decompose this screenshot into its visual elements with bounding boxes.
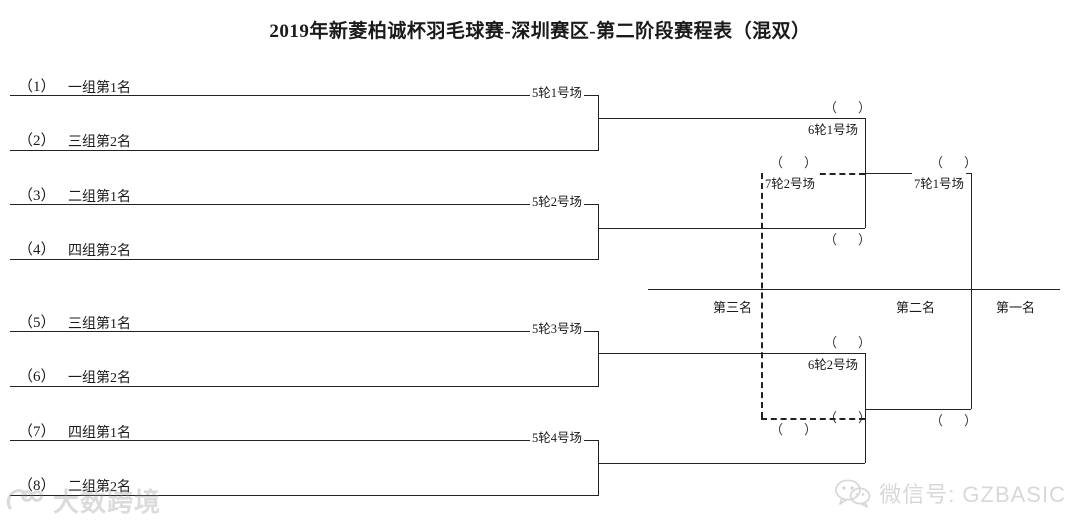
round5-winner-arm-1: [598, 118, 865, 119]
rank-label-second: 第二名: [893, 297, 939, 316]
rank-label-first: 第一名: [993, 297, 1039, 316]
slot-third-top: （ ）: [770, 155, 822, 170]
round5-connector-2: [598, 204, 599, 260]
court-label-r5-m2: 5轮2号场: [530, 191, 585, 210]
seed-name-7: 四组第1名: [68, 426, 131, 441]
seed-number-6: （6）: [18, 369, 56, 385]
seed-name-1: 一组第1名: [68, 81, 131, 96]
slot-r6-m1-top: （ ）: [824, 100, 876, 115]
slot-r6-m1-bottom: （ ）: [824, 232, 876, 247]
seed-line-4: [10, 259, 598, 260]
seed-line-7: [10, 440, 598, 441]
court-label-third: 7轮2号场: [763, 173, 818, 192]
seed-line-3: [10, 204, 598, 205]
seed-line-8: [10, 495, 598, 496]
page-title: 2019年新菱柏诚杯羽毛球赛-深圳赛区-第二阶段赛程表（混双）: [269, 21, 811, 42]
slot-r6-m2-top: （ ）: [824, 335, 876, 350]
wechat-icon: [835, 479, 871, 508]
court-label-r5-m3: 5轮3号场: [530, 318, 585, 337]
watermark-right: 微信号: GZBASIC: [834, 477, 1066, 509]
court-label-r6-m2: 6轮2号场: [806, 354, 861, 373]
round5-winner-arm-2: [598, 228, 865, 229]
seed-name-5: 三组第1名: [68, 317, 131, 332]
slot-final-bottom: （ ）: [930, 413, 982, 428]
round5-winner-arm-4: [598, 463, 865, 464]
seed-number-8: （8）: [18, 478, 56, 494]
slot-third-bottom: （ ）: [770, 422, 822, 437]
court-label-r6-m1: 6轮1号场: [806, 119, 861, 138]
seed-number-4: （4）: [18, 242, 56, 258]
final-connector: [971, 173, 972, 409]
seed-name-4: 四组第2名: [68, 244, 131, 259]
seed-number-1: （1）: [18, 79, 56, 95]
placement-line: [648, 289, 1060, 290]
court-label-r5-m4: 5轮4号场: [530, 427, 585, 446]
third-place-arm-bottom: [761, 418, 865, 420]
seed-number-7: （7）: [18, 424, 56, 440]
round5-connector-1: [598, 95, 599, 151]
watermark-right-text: 微信号: GZBASIC: [879, 482, 1066, 507]
slot-r6-m2-bottom: （ ）: [824, 410, 876, 425]
round5-winner-arm-3: [598, 353, 865, 354]
rank-label-third: 第三名: [710, 297, 756, 316]
seed-number-3: （3）: [18, 188, 56, 204]
court-label-final: 7轮1号场: [912, 173, 967, 192]
seed-name-6: 一组第2名: [68, 371, 131, 386]
third-place-connector: [761, 173, 763, 418]
seed-line-2: [10, 150, 598, 151]
seed-line-6: [10, 386, 598, 387]
round5-connector-4: [598, 440, 599, 496]
seed-name-8: 二组第2名: [68, 480, 131, 495]
slot-final-top: （ ）: [930, 155, 982, 170]
seed-name-3: 二组第1名: [68, 190, 131, 205]
court-label-r5-m1: 5轮1号场: [530, 82, 585, 101]
round5-connector-3: [598, 331, 599, 387]
seed-line-1: [10, 95, 598, 96]
seed-name-2: 三组第2名: [68, 135, 131, 150]
seed-line-5: [10, 331, 598, 332]
round6-winner-arm-2: [865, 409, 971, 410]
seed-number-5: （5）: [18, 315, 56, 331]
round6-connector-2: [865, 353, 866, 463]
seed-number-2: （2）: [18, 133, 56, 149]
